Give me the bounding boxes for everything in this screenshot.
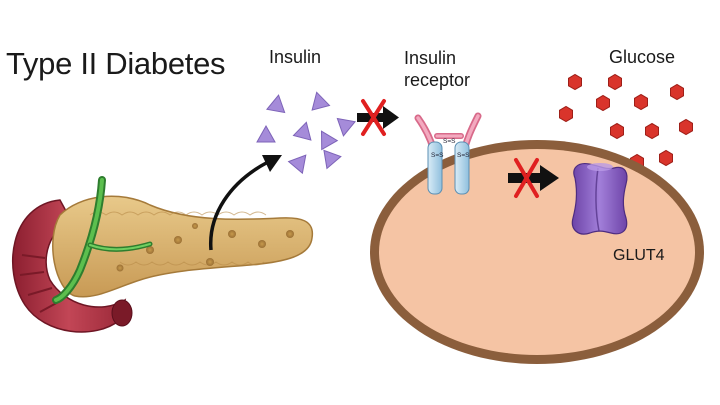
glucose-hexagon-icon [610,122,624,140]
insulin-triangle-icon [256,124,276,143]
insulin-triangle-icon [287,154,307,175]
insulin-receptor-label: Insulin receptor [404,47,470,91]
glucose-hexagon-icon [634,93,648,111]
glucose-hexagon-icon [568,73,582,91]
insulin-triangle-icon [323,149,342,170]
glucose-hexagon-icon [596,94,610,112]
pancreas-body [52,195,314,298]
blocked-x-icon [361,99,386,136]
glucose-hexagon-icon [559,105,573,123]
curved-arrow-icon [209,155,282,251]
glut4-label: GLUT4 [613,247,665,264]
insulin-receptor-label-line1: Insulin [404,48,457,68]
arrow-right-icon [508,165,559,191]
blocked-translocation [508,158,559,198]
glucose-hexagon-icon [679,118,693,136]
blocked-binding [357,99,399,136]
insulin-receptor-label-line2: receptor [404,70,471,90]
pancreatic-islets [116,223,294,272]
insulin-triangle-icon [292,121,312,141]
blocked-x-icon [514,158,539,198]
disulfide-label: S=S [431,152,444,159]
disulfide-label: S=S [457,152,470,159]
glucose-hexagon-icon [670,83,684,101]
disulfide-label: S=S [443,138,456,145]
glucose-hexagon-icon [659,149,673,167]
pancreas [12,176,314,333]
insulin-triangle-icon [336,117,357,137]
glucose-molecules [559,73,693,171]
insulin-triangle-icon [265,94,286,114]
insulin-label: Insulin [269,47,322,67]
arrow-right-icon [357,106,399,129]
insulin-molecules [256,91,357,175]
insulin-triangle-icon [320,130,339,151]
glucose-label: Glucose [609,47,676,67]
glut4-transporter [571,163,628,235]
glucose-hexagon-icon [608,73,622,91]
glucose-hexagon-icon [645,122,659,140]
insulin-receptor: S=S S=S S=S [414,112,482,195]
page-title: Type II Diabetes [6,46,226,81]
insulin-triangle-icon [311,91,331,111]
